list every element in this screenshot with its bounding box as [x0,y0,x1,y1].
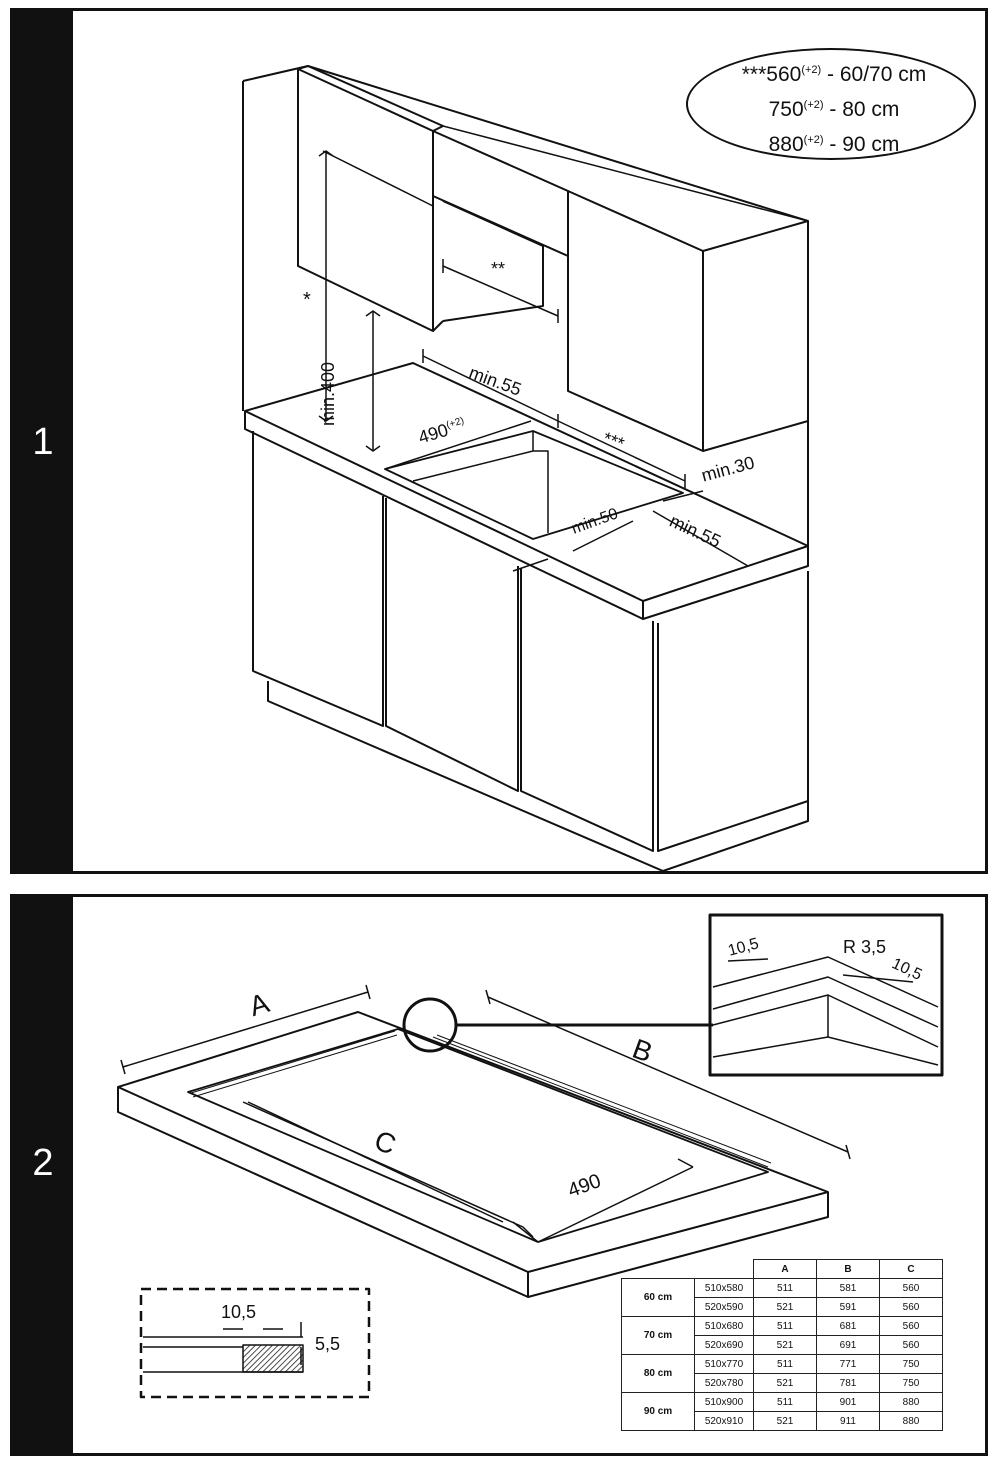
label-section-5-5: 5,5 [315,1334,341,1354]
section-hatched-block [242,1344,304,1373]
seal-strip [190,1030,772,1168]
kitchen-installation-drawing [242,65,809,871]
frame-outer [117,1011,829,1273]
dim-B-line [487,996,849,1153]
detail-magnifier [402,997,458,1053]
section-detail-box [139,1287,371,1399]
group-label: 70 cm [621,1316,695,1355]
dim-C-line [247,1101,504,1223]
frame-inner-cutout [187,1028,769,1243]
wall-outline [242,65,809,556]
label-section-10-5: 10,5 [221,1302,257,1322]
dim-490-line [384,420,532,470]
dim-A-line [122,991,369,1068]
base-cabinet-left [252,431,384,727]
clearance-note: ***560(+2) - 60/70 cm 750(+2) - 80 cm 88… [703,55,965,160]
step-1-sidebar [13,11,73,871]
step-2-panel: 2 [10,894,988,1456]
base-cabinet-right [520,568,654,852]
note-line-1: ***560(+2) - 60/70 cm [741,63,927,86]
header-c: C [879,1259,943,1279]
base-cabinet-middle [385,498,519,792]
group-label: 60 cm [621,1278,695,1317]
dim-star2-line [442,265,559,317]
dim-min50-line [572,520,634,552]
hob-cutout [384,430,684,540]
group-label: 90 cm [621,1392,695,1431]
step-1-number: 1 [32,421,54,463]
note-line-2: 750(+2) - 80 cm [768,98,900,121]
upper-cabinet-right [567,190,704,452]
label-min400: min.400 [318,361,338,426]
table-row: 60 cm 510x580 511 581 560 [621,1278,943,1317]
header-a: A [753,1259,817,1279]
label-star2: ** [491,259,506,279]
dim-490-line [537,1166,694,1243]
table-row: 70 cm 510x680 511 681 560 [621,1316,943,1355]
corner-detail-box [708,913,944,1077]
hob-frame-drawing [117,913,944,1399]
label-detail-r3-5: R 3,5 [843,937,887,957]
label-star1: * [303,289,311,311]
dim-star3-line [557,420,686,482]
hood-opening [322,150,434,207]
dim-min55-back-line [422,355,559,422]
group-label: 80 cm [621,1354,695,1393]
step-2-sidebar [13,897,73,1453]
note-line-3: 880(+2) - 90 cm [768,133,900,156]
table-row: 520x690 521 691 560 [622,1335,943,1355]
table-row: 90 cm 510x900 511 901 880 [621,1392,943,1431]
cutout-dimensions-table: A B C 60 cm 510x580 511 581 560 520x590 … [621,1259,943,1431]
upper-cabinet-middle [432,130,569,257]
header-b: B [816,1259,880,1279]
table-row: 520x910 521 911 880 [622,1411,943,1431]
upper-cabinet-left [297,68,434,332]
table-header-row: A B C [622,1259,943,1279]
table-row: 80 cm 510x770 511 771 750 [621,1354,943,1393]
clearance-note-ellipse [686,48,976,160]
dim-min55-side-line [652,510,749,567]
dim-min30-line [662,490,704,502]
step-2-number: 2 [32,1142,54,1184]
step-1-panel: 1 [10,8,988,874]
